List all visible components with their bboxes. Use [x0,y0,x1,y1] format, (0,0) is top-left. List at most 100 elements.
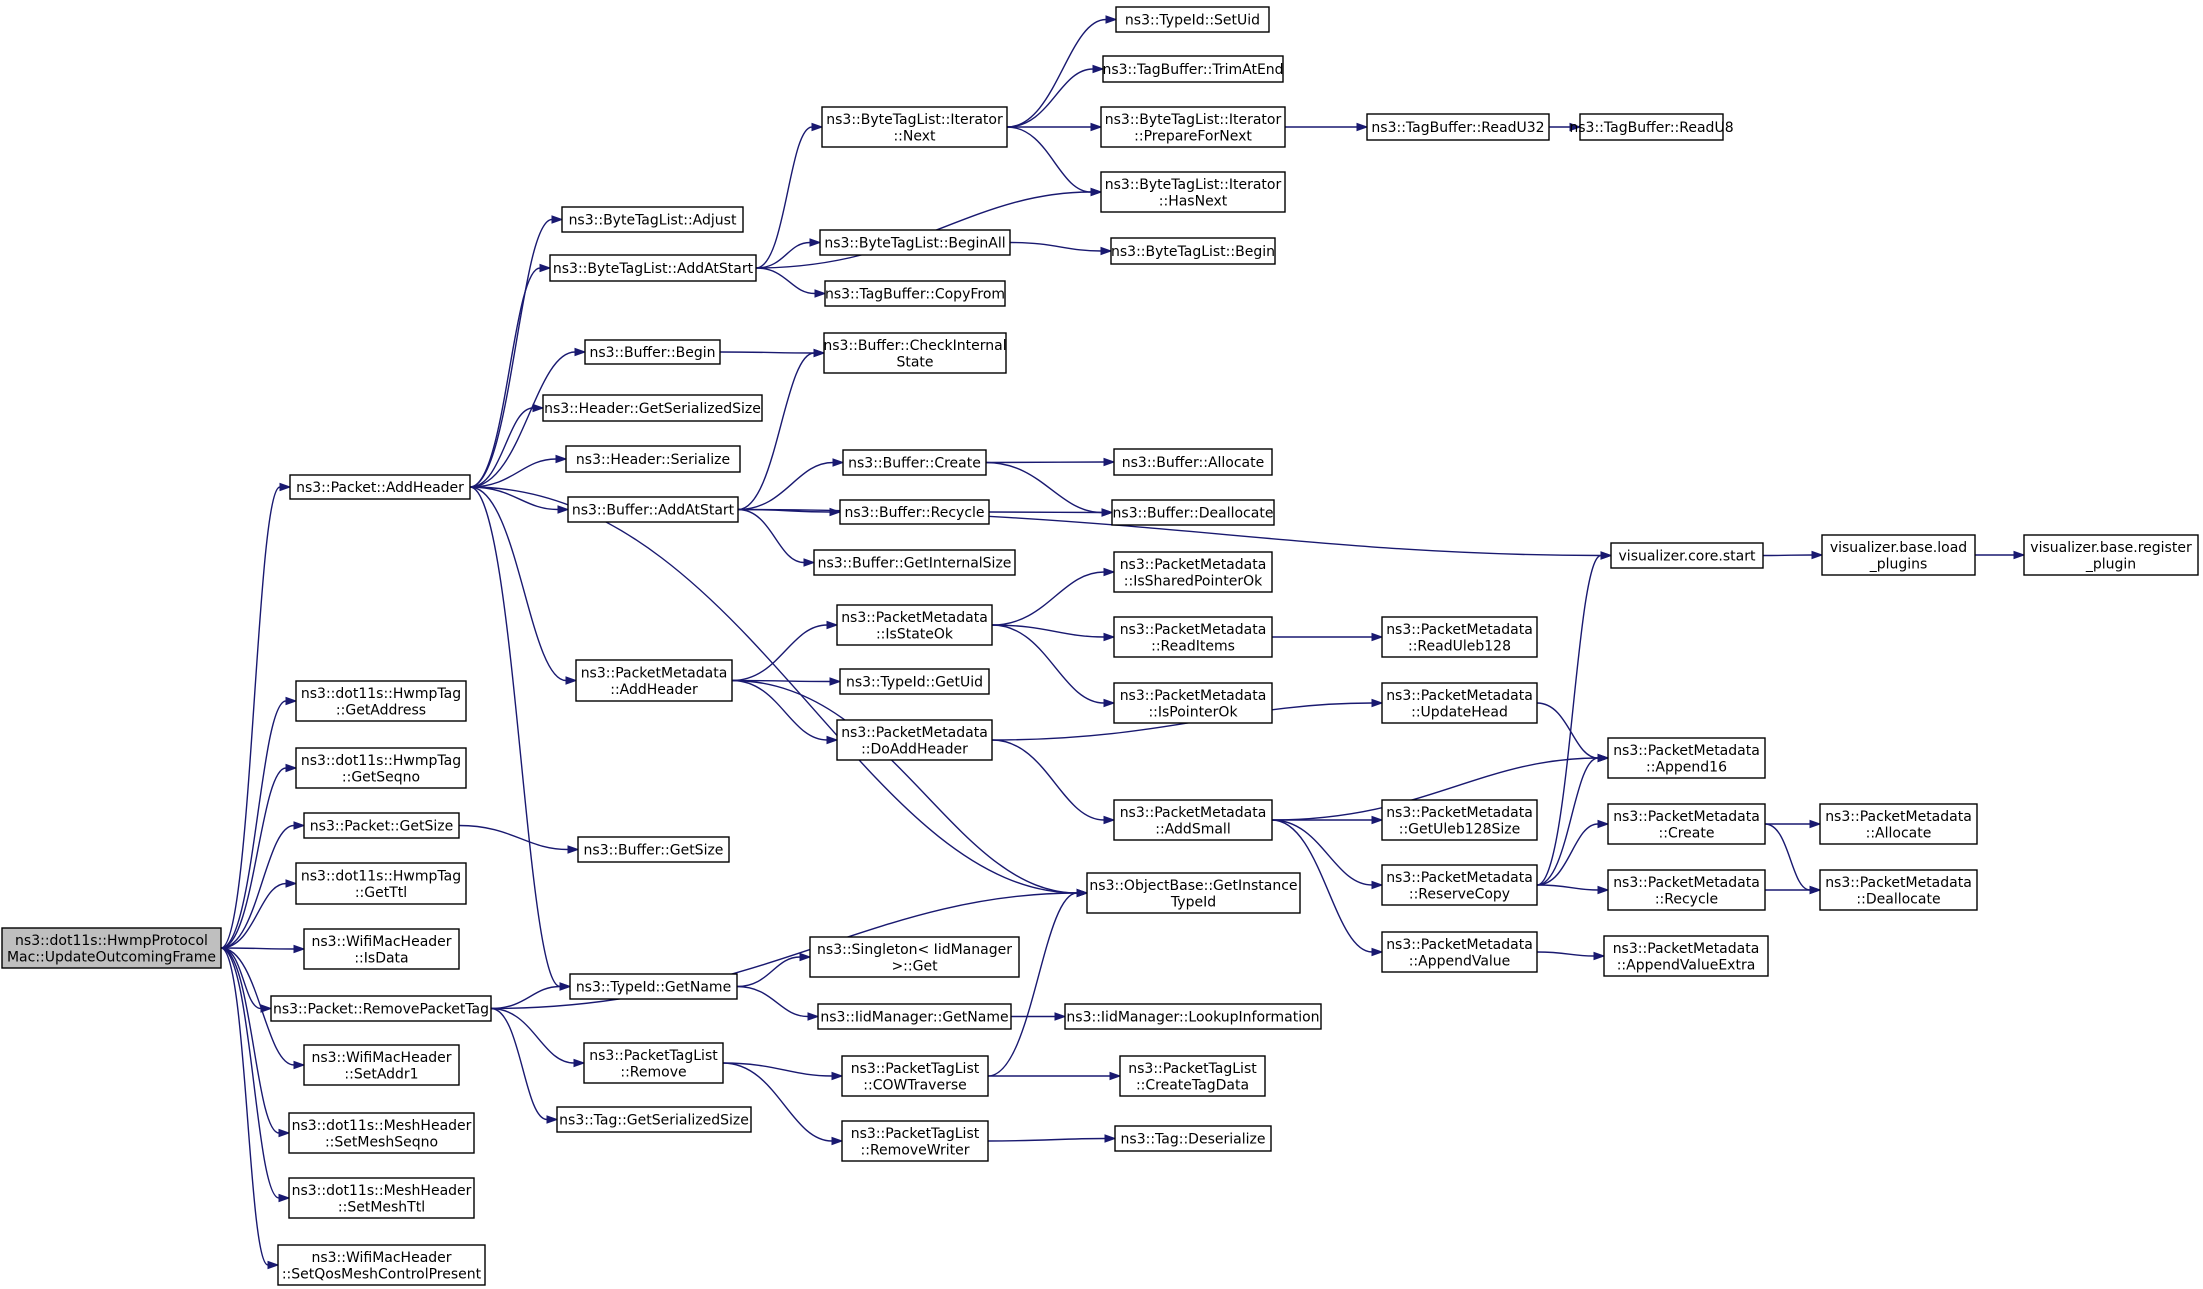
function-node-pm-append-value-extra[interactable]: ns3::PacketMetadata::AppendValueExtra [1603,935,1769,977]
arrow-head-icon [1371,632,1384,642]
arrow-head-icon [1101,508,1114,517]
function-node-pm-create[interactable]: ns3::PacketMetadata::Create [1607,803,1766,845]
root-function-node[interactable]: ns3::dot11s::HwmpProtocolMac::UpdateOutc… [1,927,222,969]
function-node-tb-read-u8[interactable]: ns3::TagBuffer::ReadU8 [1569,113,1734,141]
function-node-iid-lookup[interactable]: ns3::IidManager::LookupInformation [1064,1003,1322,1030]
function-node-btl-begin[interactable]: ns3::ByteTagList::Begin [1110,237,1276,265]
node-label: ns3::Tag::Deserialize [1121,1132,1266,1148]
function-node-btl-adjust[interactable]: ns3::ByteTagList::Adjust [561,206,744,233]
node-box [295,862,467,905]
function-node-tb-read-u32[interactable]: ns3::TagBuffer::ReadU32 [1366,113,1550,141]
function-node-pm-do-add-header[interactable]: ns3::PacketMetadata::DoAddHeader [836,719,993,761]
function-node-buf-create[interactable]: ns3::Buffer::Create [842,449,987,476]
function-node-tb-trim-at-end[interactable]: ns3::TagBuffer::TrimAtEnd [1102,55,1284,83]
function-node-pm-add-small[interactable]: ns3::PacketMetadata::AddSmall [1113,799,1273,841]
function-node-mh-set-mesh-seqno[interactable]: ns3::dot11s::MeshHeader::SetMeshSeqno [288,1112,475,1154]
function-node-pm-append-value[interactable]: ns3::PacketMetadata::AppendValue [1381,931,1538,973]
function-node-buf-begin[interactable]: ns3::Buffer::Begin [584,339,721,365]
function-node-btl-it-next[interactable]: ns3::ByteTagList::Iterator::Next [821,106,1008,148]
function-node-btl-it-prepare[interactable]: ns3::ByteTagList::Iterator::PrepareForNe… [1100,106,1286,148]
function-node-tb-copy-from[interactable]: ns3::TagBuffer::CopyFrom [824,280,1006,307]
function-node-btl-it-has-next[interactable]: ns3::ByteTagList::Iterator::HasNext [1100,171,1286,213]
node-label: ::SetMeshTtl [338,1199,425,1215]
function-node-buf-get-size[interactable]: ns3::Buffer::GetSize [577,836,730,863]
function-node-wm-set-addr1[interactable]: ns3::WifiMacHeader::SetAddr1 [303,1044,460,1086]
node-label: ::GetUleb128Size [1399,821,1520,837]
node-box [577,836,730,863]
arrow-head-icon [1103,567,1116,577]
function-node-hw-get-ttl[interactable]: ns3::dot11s::HwmpTag::GetTtl [295,862,467,905]
function-node-tid-set-uid[interactable]: ns3::TypeId::SetUid [1115,6,1270,33]
function-node-wm-is-data[interactable]: ns3::WifiMacHeader::IsData [303,928,460,970]
node-label: ns3::TagBuffer::ReadU32 [1371,120,1544,136]
function-node-pm-deallocate[interactable]: ns3::PacketMetadata::Deallocate [1819,869,1978,911]
function-node-viz-core-start[interactable]: visualizer.core.start [1610,542,1764,569]
function-node-btl-add-at-start[interactable]: ns3::ByteTagList::AddAtStart [549,254,757,282]
node-label: ns3::PacketMetadata [841,610,988,626]
call-edge-ptl-remove-writer-to-tag-deserialize [987,1134,1117,1143]
function-node-ptl-cow[interactable]: ns3::PacketTagList::COWTraverse [841,1055,989,1097]
arrow-head-icon [285,879,298,888]
function-node-buf-get-internal-size[interactable]: ns3::Buffer::GetInternalSize [813,549,1016,576]
function-node-pm-is-state-ok[interactable]: ns3::PacketMetadata::IsStateOk [836,604,993,646]
function-node-pm-update-head[interactable]: ns3::PacketMetadata::UpdateHead [1381,682,1538,724]
function-node-pm-allocate[interactable]: ns3::PacketMetadata::Allocate [1819,803,1978,845]
node-box [1100,171,1286,213]
node-label: ns3::Buffer::CheckInternal [823,338,1006,354]
function-node-hw-get-address[interactable]: ns3::dot11s::HwmpTag::GetAddress [295,680,467,722]
function-node-iid-get-name[interactable]: ns3::IidManager::GetName [817,1003,1012,1030]
arrow-head-icon [285,763,298,773]
call-edge-root-to-hw-get-address [220,696,298,949]
function-node-viz-base-register[interactable]: visualizer.base.register_plugin [2023,534,2199,576]
function-node-hw-get-seqno[interactable]: ns3::dot11s::HwmpTag::GetSeqno [295,747,467,789]
node-box [1607,737,1766,779]
node-label: ::ReadItems [1151,638,1235,654]
function-node-p-remove-packet-tag[interactable]: ns3::Packet::RemovePacketTag [270,995,492,1022]
function-node-buf-add-at-start[interactable]: ns3::Buffer::AddAtStart [567,496,739,523]
function-node-ptl-remove[interactable]: ns3::PacketTagList::Remove [583,1042,724,1084]
function-node-p-get-size[interactable]: ns3::Packet::GetSize [303,812,460,839]
function-node-buf-recycle[interactable]: ns3::Buffer::Recycle [839,499,990,525]
function-node-mh-set-mesh-ttl[interactable]: ns3::dot11s::MeshHeader::SetMeshTtl [288,1177,475,1219]
node-box [1114,1125,1272,1152]
function-node-ptl-create-tag-data[interactable]: ns3::PacketTagList::CreateTagData [1119,1055,1266,1097]
function-node-pm-reserve-copy[interactable]: ns3::PacketMetadata::ReserveCopy [1381,864,1538,906]
function-node-tid-get-uid[interactable]: ns3::TypeId::GetUid [839,668,990,695]
function-node-tag-get-ser-size[interactable]: ns3::Tag::GetSerializedSize [556,1106,752,1133]
function-node-pm-read-items[interactable]: ns3::PacketMetadata::ReadItems [1113,616,1273,658]
node-label: ::SetQosMeshControlPresent [282,1266,482,1282]
node-label: ns3::PacketMetadata [1613,941,1760,957]
call-edge-p-add-header-to-pm-add-header [469,486,578,685]
function-node-ptl-remove-writer[interactable]: ns3::PacketTagList::RemoveWriter [841,1120,989,1162]
function-node-tag-deserialize[interactable]: ns3::Tag::Deserialize [1114,1125,1272,1152]
function-node-wm-set-qos[interactable]: ns3::WifiMacHeader::SetQosMeshControlPre… [277,1244,486,1286]
function-node-hdr-get-ser-size[interactable]: ns3::Header::GetSerializedSize [542,394,763,422]
function-node-viz-base-load[interactable]: visualizer.base.load_plugins [1821,534,1976,576]
node-label: ::IsPointerOk [1148,704,1238,720]
function-node-pm-recycle[interactable]: ns3::PacketMetadata::Recycle [1607,869,1766,911]
call-edge-viz-base-load-to-viz-base-register [1975,550,2026,560]
function-node-p-add-header[interactable]: ns3::Packet::AddHeader [289,474,471,500]
function-node-pm-is-pointer-ok[interactable]: ns3::PacketMetadata::IsPointerOk [1113,682,1273,724]
function-node-buf-allocate[interactable]: ns3::Buffer::Allocate [1113,448,1273,476]
function-node-pm-is-shared[interactable]: ns3::PacketMetadata::IsSharedPointerOk [1113,551,1273,593]
call-edge-pm-reserve-copy-to-pm-append16 [1536,753,1610,886]
function-node-hdr-serialize[interactable]: ns3::Header::Serialize [565,445,741,473]
function-node-pm-add-header[interactable]: ns3::PacketMetadata::AddHeader [575,659,733,702]
function-node-pm-read-uleb[interactable]: ns3::PacketMetadata::ReadUleb128 [1381,616,1538,658]
call-edge-root-to-p-get-size [220,821,306,949]
function-node-btl-begin-all[interactable]: ns3::ByteTagList::BeginAll [819,229,1011,256]
node-box [565,445,741,473]
function-node-singleton-get[interactable]: ns3::Singleton< IidManager>::Get [809,936,1020,978]
function-node-pm-append16[interactable]: ns3::PacketMetadata::Append16 [1607,737,1766,779]
node-box [1607,803,1766,845]
function-node-buf-deallocate[interactable]: ns3::Buffer::Deallocate [1111,499,1275,526]
call-edge-pm-is-state-ok-to-pm-is-shared [991,567,1116,626]
node-label: ns3::TypeId::GetName [576,980,731,996]
function-node-pm-get-uleb[interactable]: ns3::PacketMetadata::GetUleb128Size [1381,799,1538,841]
function-node-tid-get-name[interactable]: ns3::TypeId::GetName [569,973,738,1000]
node-label: ns3::Packet::AddHeader [296,480,464,496]
arrow-head-icon [1811,550,1824,560]
